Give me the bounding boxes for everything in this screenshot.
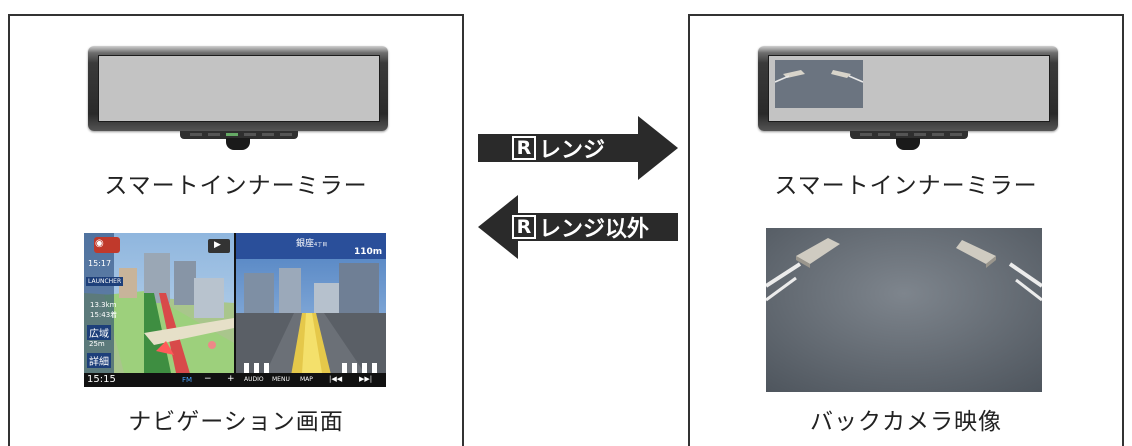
back-camera-image [766, 228, 1042, 392]
mirror-screen-blank [98, 55, 380, 122]
volume-minus-button[interactable]: − [204, 374, 212, 384]
prev-track-button[interactable]: |◀◀ [329, 375, 343, 383]
back-camera-illustration [766, 228, 1042, 392]
mirror-mount [226, 138, 250, 150]
volume-plus-button[interactable]: + [227, 374, 235, 384]
menu-button[interactable]: MENU [272, 376, 290, 383]
nav-time-small: 15:17 [88, 259, 112, 268]
launcher-button[interactable]: LAUNCHER [86, 277, 124, 286]
play-icon[interactable]: ▶ [214, 240, 221, 250]
r-range-badge: R [512, 136, 536, 160]
non-range-label: レンジ以外 [539, 217, 650, 242]
navigation-map-illustration [84, 233, 386, 387]
mirror-button-bar [180, 131, 298, 139]
nav-scale: 25m [89, 340, 105, 348]
map-button[interactable]: MAP [300, 376, 313, 383]
nav-eta: 15:43着 [90, 311, 118, 319]
nav-distance: 13.3km [90, 301, 117, 309]
audio-button[interactable]: AUDIO [244, 376, 264, 383]
r-range-badge: R [512, 215, 536, 239]
navigation-caption: ナビゲーション画面 [128, 409, 344, 435]
next-track-button[interactable]: ▶▶| [359, 375, 373, 383]
mirror-screen [768, 55, 1050, 122]
navigation-screen: ◉ ▶ 15:17 LAUNCHER 13.3km 15:43着 広域 25m … [84, 233, 386, 387]
nav-clock: 15:15 [87, 374, 116, 385]
zoom-wide-button[interactable]: 広域 [87, 325, 111, 340]
mirror-button-bar [850, 131, 968, 139]
mirror-caption-right: スマートインナーミラー [774, 173, 1038, 199]
camera-caption: バックカメラ映像 [810, 409, 1002, 435]
arrow-right-icon [478, 116, 678, 180]
range-label: レンジ [539, 138, 606, 163]
mirror-camera-inset [775, 60, 863, 108]
mirror-mount [896, 138, 920, 150]
left-panel: スマートインナーミラー [8, 14, 464, 446]
intersection-name: 銀座4丁目 [296, 239, 328, 249]
compass-icon[interactable]: ◉ [95, 238, 104, 249]
arrow-left-icon [478, 195, 678, 259]
guide-distance: 110m [354, 247, 383, 257]
mirror-caption: スマートインナーミラー [104, 173, 368, 199]
fm-band: FM [182, 376, 193, 384]
zoom-detail-button[interactable]: 詳細 [87, 353, 111, 368]
right-panel: スマートインナーミラー バックカメラ映像 [688, 14, 1124, 446]
